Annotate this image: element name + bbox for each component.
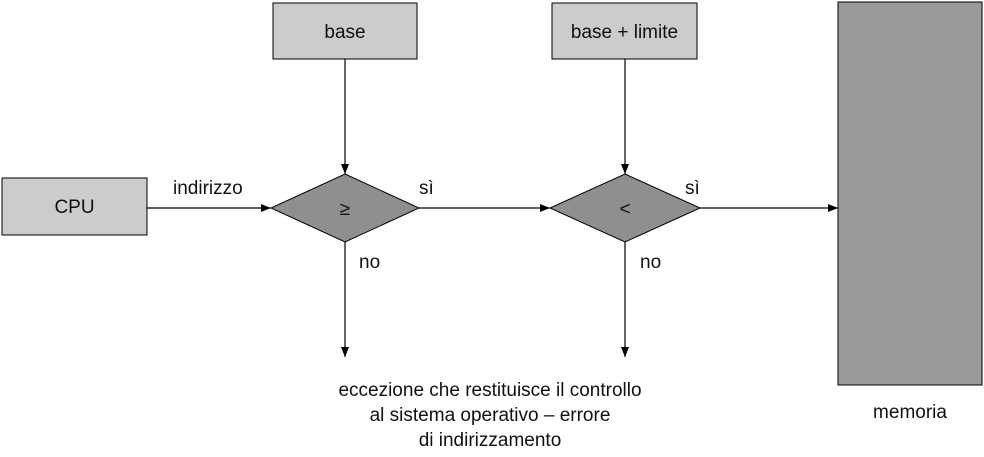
edge-label-yes-2: sì [685,178,700,199]
base-label: base [324,22,365,43]
base-box [272,2,418,60]
edge-label-address: indirizzo [173,178,243,199]
decision-ge-symbol: ≥ [340,199,350,220]
cpu-node: CPU [1,177,148,236]
cpu-label: CPU [54,197,94,218]
base-limit-label: base + limite [571,22,678,43]
decision-ge: ≥ [269,173,421,243]
edge-label-yes-1: sì [419,178,434,199]
exception-line-3: di indirizzamento [419,430,562,451]
exception-note: eccezione che restituisce il controllo a… [338,380,641,451]
edge-label-no-2: no [640,252,661,273]
edge-label-no-1: no [359,252,380,273]
exception-line-2: al sistema operativo – errore [370,405,611,426]
memory-node: memoria [837,1,983,423]
base-limit-box [551,2,698,60]
exception-line-1: eccezione che restituisce il controllo [338,380,641,401]
cpu-box [1,177,148,236]
base-node: base [272,2,418,60]
decision-lt: < [548,173,702,243]
base-limit-node: base + limite [551,2,698,60]
decision-lt-symbol: < [619,199,630,220]
memory-label: memoria [873,402,947,423]
memory-block [837,1,983,386]
